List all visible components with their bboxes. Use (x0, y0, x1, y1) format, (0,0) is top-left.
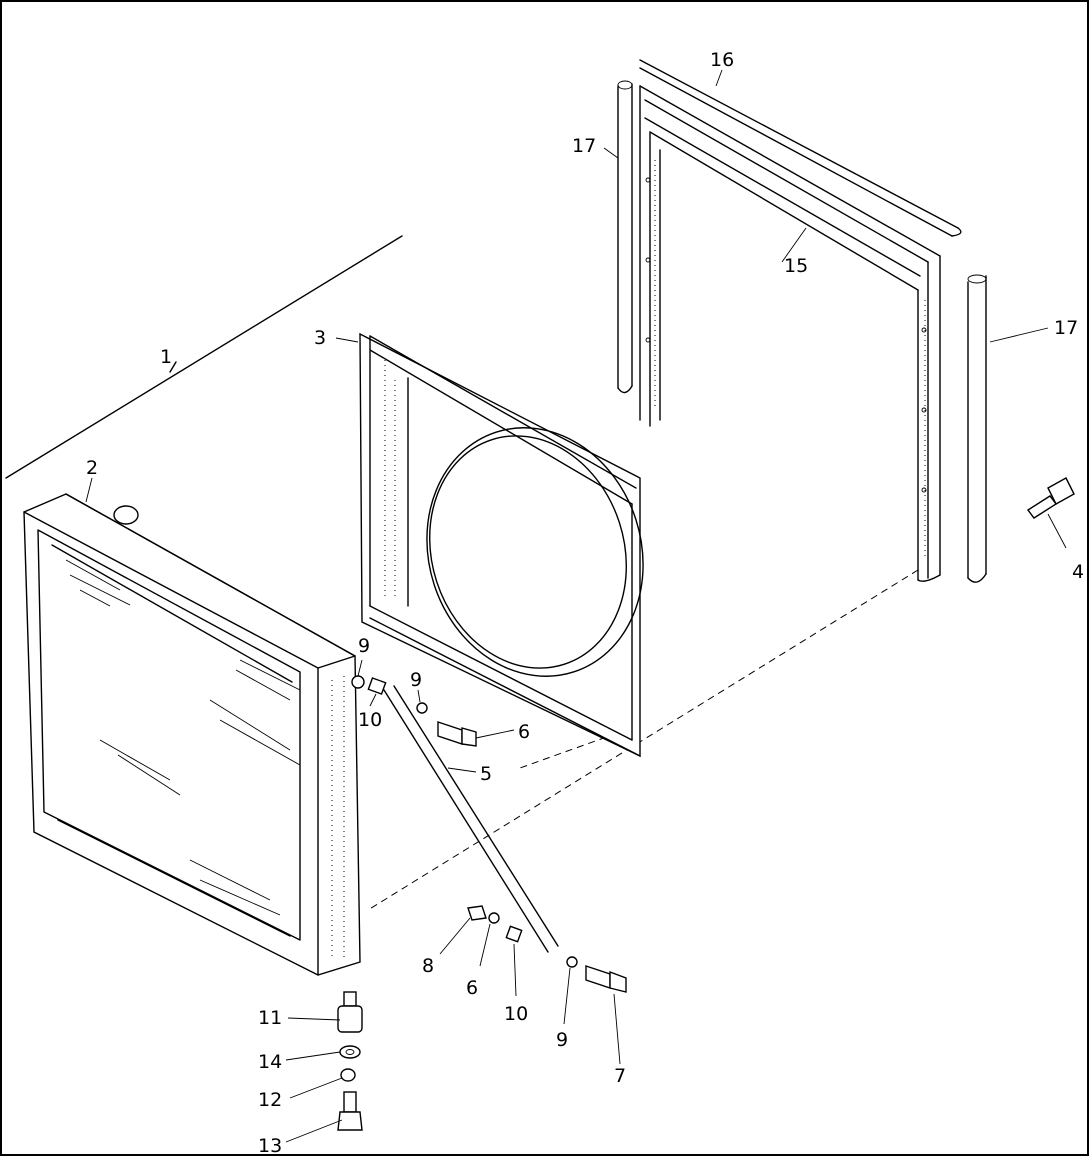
callout-labels: 1 2 3 4 5 6 6 7 8 9 9 9 10 10 11 12 13 1… (86, 49, 1084, 1157)
top-frame-assembly (617, 59, 987, 583)
callout-6-top: 6 (518, 721, 530, 743)
callout-6-bottom: 6 (466, 977, 478, 999)
callout-4: 4 (1072, 561, 1084, 583)
callout-9-b: 9 (410, 669, 422, 691)
radiator (23, 493, 361, 976)
callout-13: 13 (258, 1135, 282, 1157)
assembly-guide-line-2 (519, 724, 641, 769)
callout-14: 14 (258, 1051, 282, 1073)
callout-3: 3 (314, 327, 326, 349)
callout-11: 11 (258, 1007, 282, 1029)
callout-17-right: 17 (1054, 317, 1078, 339)
callout-8: 8 (422, 955, 434, 977)
leader-lines (85, 69, 1067, 1143)
callout-9-a: 9 (358, 635, 370, 657)
callout-12: 12 (258, 1089, 282, 1111)
callout-17-left: 17 (572, 135, 596, 157)
callout-1: 1 (160, 346, 172, 368)
callout-9-c: 9 (556, 1029, 568, 1051)
callout-10-a: 10 (358, 709, 382, 731)
callout-15: 15 (784, 255, 808, 277)
fan-shroud (359, 332, 644, 758)
callout-5: 5 (480, 763, 492, 785)
callout-7: 7 (614, 1065, 626, 1087)
assembly-bracket-line (5, 235, 403, 479)
drain-valve-parts (337, 991, 363, 1131)
callout-16: 16 (710, 49, 734, 71)
stay-rod (351, 675, 627, 993)
bolt-4 (1026, 477, 1075, 519)
callout-10-b: 10 (504, 1003, 528, 1025)
callout-2: 2 (86, 457, 98, 479)
